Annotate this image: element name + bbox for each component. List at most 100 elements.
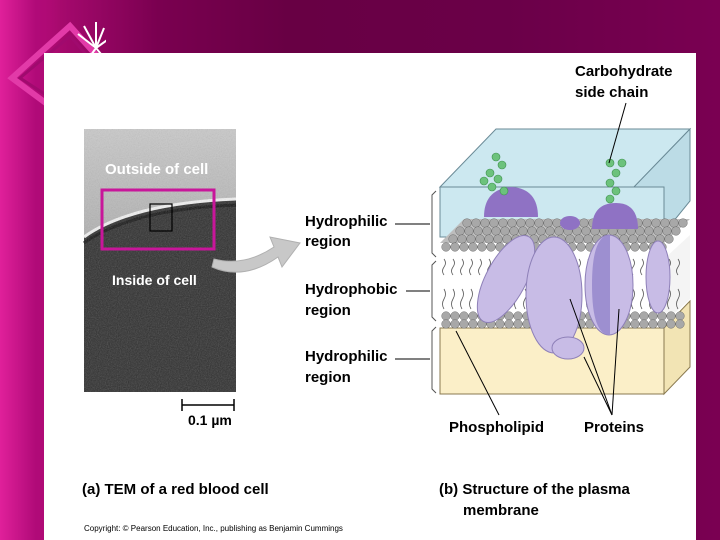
phospholipid-head	[545, 226, 555, 236]
phospholipid-head	[581, 226, 591, 236]
phospholipid-head	[493, 234, 503, 244]
phospholipid-head	[482, 226, 492, 236]
phospholipid-tail	[442, 288, 446, 310]
phospholipid-head	[576, 242, 586, 252]
phospholipid-tail	[442, 258, 446, 276]
phospholipid-tail	[640, 288, 644, 310]
slide-content: Outside of cell Inside of cell 0.1 µm (a…	[44, 53, 696, 540]
phospholipid-head	[671, 226, 681, 236]
phospholipid-tail	[460, 288, 464, 310]
phospholipid-head	[579, 218, 589, 228]
phospholipid-head	[565, 234, 575, 244]
phospholipid-head	[486, 242, 496, 252]
phospholipid-head	[534, 218, 544, 228]
phospholipid-head	[513, 311, 523, 321]
carbohydrate-label-line2: side chain	[575, 84, 649, 101]
phospholipid-head	[500, 226, 510, 236]
phospholipid-head	[457, 234, 467, 244]
phospholipid-tail	[469, 258, 473, 276]
phospholipid-head	[653, 226, 663, 236]
phospholipid-tail	[478, 258, 482, 276]
scale-bar-label: 0.1 µm	[188, 412, 232, 428]
phospholipid-head	[678, 218, 688, 228]
phospholipid-head	[583, 234, 593, 244]
phospholipid-head	[516, 218, 526, 228]
panel-b-caption-line1: (b) Structure of the plasma	[439, 481, 630, 498]
hydrophobic-label-line2: region	[305, 302, 351, 319]
phospholipid-head	[666, 311, 676, 321]
phospholipid-head	[630, 311, 640, 321]
phospholipid-head	[646, 234, 656, 244]
phospholipid-head	[662, 226, 672, 236]
hydrophilic-bottom-label-line1: Hydrophilic	[305, 348, 388, 365]
panel-b-caption-line2: membrane	[463, 502, 539, 519]
phospholipid-head	[525, 218, 535, 228]
transition-arrow	[211, 236, 301, 273]
phospholipid-tail	[631, 288, 635, 310]
phospholipid-head	[450, 311, 460, 321]
phospholipid-head	[491, 226, 501, 236]
phospholipid-head	[666, 319, 676, 329]
phospholipid-head	[507, 218, 517, 228]
leader-lines	[395, 102, 627, 416]
phospholipid-head	[574, 234, 584, 244]
phospholipid-head	[448, 234, 458, 244]
hydrophobic-label-line1: Hydrophobic	[305, 281, 398, 298]
phospholipid-head	[473, 226, 483, 236]
carbohydrate-chains	[479, 152, 627, 204]
phospholipid-head	[630, 319, 640, 329]
phospholipid-head	[637, 234, 647, 244]
phospholipid-head	[450, 242, 460, 252]
phospholipid-head	[648, 319, 658, 329]
phospholipid-head	[468, 319, 478, 329]
phospholipid-tail	[676, 258, 680, 276]
phospholipid-head	[639, 311, 649, 321]
phospholipid-head	[441, 242, 451, 252]
phospholipid-head	[495, 319, 505, 329]
phospholipid-head	[509, 226, 519, 236]
phospholipid-head	[441, 311, 451, 321]
phospholipid-head	[642, 218, 652, 228]
phospholipid-tail	[451, 258, 455, 276]
phospholipid-head	[644, 226, 654, 236]
phospholipid-head	[669, 218, 679, 228]
phospholipid-head	[504, 319, 514, 329]
phospholipid-head	[660, 218, 670, 228]
hydrophilic-top-label-line1: Hydrophilic	[305, 213, 388, 230]
membrane-diagram	[395, 102, 692, 416]
phospholipid-head	[527, 226, 537, 236]
phospholipid-tail	[667, 288, 671, 310]
phospholipid-head	[459, 242, 469, 252]
proteins-label: Proteins	[584, 419, 645, 436]
phospholipid-head	[450, 319, 460, 329]
hydrophilic-top-label-line2: region	[305, 233, 351, 250]
phospholipid-head	[657, 319, 667, 329]
phospholipid-head	[554, 226, 564, 236]
region-brackets	[431, 190, 437, 394]
membrane-proteins	[476, 187, 671, 360]
phospholipid-head	[628, 234, 638, 244]
phospholipid-head	[466, 234, 476, 244]
phospholipid-tail	[460, 258, 464, 276]
phospholipid-head	[651, 218, 661, 228]
phospholipid-head	[484, 234, 494, 244]
phospholipid-head	[475, 234, 485, 244]
phospholipid-head	[630, 242, 640, 252]
phospholipid-tail	[676, 288, 680, 310]
hydrophilic-bottom-label-line2: region	[305, 369, 351, 386]
tem-micrograph	[83, 129, 237, 411]
carbohydrate-label-line1: Carbohydrate	[575, 63, 673, 80]
phospholipid-head	[639, 319, 649, 329]
copyright-notice: Copyright: © Pearson Education, Inc., pu…	[84, 524, 343, 533]
phospholipid-label: Phospholipid	[449, 419, 544, 436]
phospholipid-head	[462, 218, 472, 228]
phospholipid-head	[459, 319, 469, 329]
phospholipid-tail	[469, 288, 473, 310]
phospholipid-head	[468, 311, 478, 321]
phospholipid-tail	[451, 288, 455, 310]
phospholipid-head	[536, 226, 546, 236]
phospholipid-head	[441, 319, 451, 329]
panel-a-caption: (a) TEM of a red blood cell	[82, 481, 269, 498]
phospholipid-head	[639, 242, 649, 252]
phospholipid-head	[675, 319, 685, 329]
